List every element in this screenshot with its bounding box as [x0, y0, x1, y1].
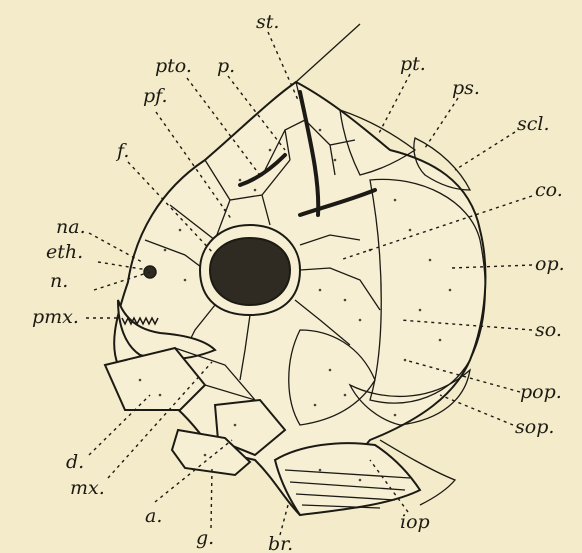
label-br: br. — [268, 533, 293, 553]
label-mx: mx. — [70, 477, 105, 499]
label-ps: ps. — [452, 77, 480, 99]
label-pto: pto. — [155, 55, 192, 77]
label-a: a. — [145, 505, 162, 527]
label-na: na. — [56, 216, 86, 238]
label-so: so. — [535, 319, 562, 341]
label-pmx: pmx. — [32, 306, 79, 328]
label-p: p. — [217, 55, 235, 77]
label-iop: iop — [400, 511, 430, 533]
label-sop: sop. — [515, 416, 554, 438]
label-pf: pf. — [143, 85, 168, 107]
label-pt: pt. — [400, 53, 426, 75]
label-pop: pop. — [520, 381, 562, 403]
label-g: g. — [196, 527, 214, 549]
label-op: op. — [535, 253, 565, 275]
eye-pupil — [210, 238, 290, 305]
label-n: n. — [50, 270, 68, 292]
label-eth: eth. — [46, 241, 83, 263]
label-f: f. — [115, 140, 129, 162]
label-co: co. — [535, 179, 563, 201]
label-scl: scl. — [517, 113, 550, 135]
label-d: d. — [66, 451, 84, 473]
label-st: st. — [256, 11, 279, 33]
